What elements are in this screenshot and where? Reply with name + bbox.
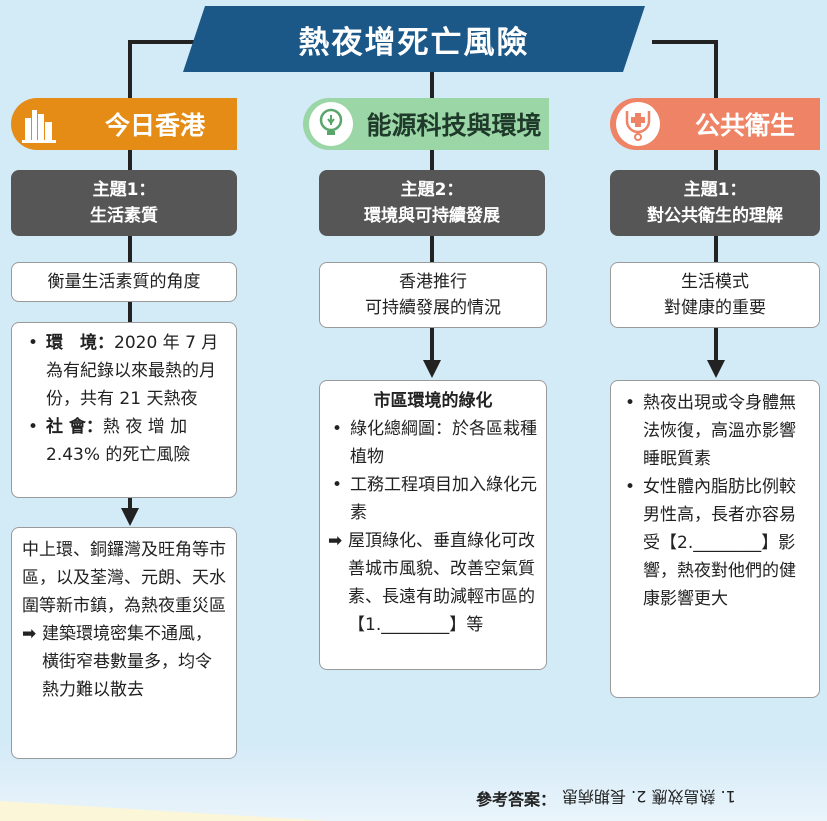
hotspots-text: 中上環、銅鑼灣及旺角等市區，以及荃灣、元朗、天水圍等新市鎮，為熱夜重災區 — [22, 540, 226, 616]
arrow-point-text: 建築環境密集不通風，橫街窄巷數量多，均令熱力難以散去 — [42, 624, 212, 700]
arrow-right-icon: ➡ — [328, 531, 343, 551]
arrow-point: ➡ 建築環境密集不通風，橫街窄巷數量多，均令熱力難以散去 — [22, 620, 226, 704]
box-hk-sustainable-development: 香港推行 可持續發展的情況 — [319, 262, 547, 328]
theme-box-3: 主題1： 對公共衛生的理解 — [610, 170, 820, 236]
bullet-society: 社 會：熱 夜 增 加 2.43% 的死亡風險 — [24, 413, 228, 469]
bullet-text: 2020 年 7 月為有紀錄以來最熱的月份，共有 21 天熱夜 — [46, 333, 219, 409]
title-banner — [183, 6, 645, 72]
bullet-greening-master-plan: 綠化總綱圖：於各區栽種植物 — [328, 415, 538, 471]
arrowhead-col2 — [423, 360, 441, 378]
category-public-health: 公共衛生 — [610, 98, 820, 150]
bullet-women-elderly: 女性體內脂肪比例較男性高，長者亦容易受【2.________】影響，熱夜對他們的… — [621, 473, 811, 613]
connector-title-right — [652, 40, 718, 108]
theme-box-2: 主題2： 環境與可持續發展 — [319, 170, 545, 236]
page-title: 熱夜增死亡風險 — [298, 24, 530, 61]
answers-text-upside-down: 1. 熱島效應 2. 長期病患 — [562, 787, 736, 806]
theme-box-1: 主題1： 生活素質 — [11, 170, 237, 236]
arrow-point-text: 屋頂綠化、垂直綠化可改善城市風貌、改善空氣質素、長遠有助減輕市區的【1.____… — [348, 531, 535, 635]
bullet-head: 社 會： — [46, 417, 103, 437]
box-text-line2: 可持續發展的情況 — [365, 298, 501, 318]
box-heading: 市區環境的綠化 — [373, 391, 493, 411]
medical-cross-icon — [616, 102, 660, 146]
box-heat-hotspots: 中上環、銅鑼灣及旺角等市區，以及荃灣、元朗、天水圍等新市鎮，為熱夜重災區 ➡ 建… — [11, 527, 237, 759]
box-environment-society: 環 境：2020 年 7 月為有紀錄以來最熱的月份，共有 21 天熱夜 社 會：… — [11, 322, 237, 498]
theme-title: 生活素質 — [90, 206, 158, 226]
box-text-line1: 生活模式 — [681, 272, 749, 292]
bullet-body-recovery: 熱夜出現或令身體無法恢復，高溫亦影響睡眠質素 — [621, 389, 811, 473]
arrow-right-icon: ➡ — [22, 624, 37, 644]
theme-title: 對公共衛生的理解 — [647, 206, 783, 226]
box-urban-greening: 市區環境的綠化 綠化總綱圖：於各區栽種植物 工務工程項目加入綠化元素 ➡ 屋頂綠… — [319, 380, 547, 670]
answers-label: 參考答案： — [476, 790, 557, 809]
bullet-head: 環 境： — [46, 333, 114, 353]
theme-number: 主題1： — [92, 180, 156, 200]
lightbulb-icon — [309, 102, 353, 146]
bullet-text: 熱 夜 增 加 2.43% 的死亡風險 — [46, 417, 191, 465]
category-label: 公共衛生 — [694, 111, 795, 140]
theme-number: 主題1： — [683, 180, 747, 200]
city-skyline-icon — [17, 102, 61, 146]
bullet-public-works-greening: 工務工程項目加入綠化元素 — [328, 471, 538, 527]
box-lifestyle-health: 生活模式 對健康的重要 — [610, 262, 820, 328]
category-hong-kong-today: 今日香港 — [11, 98, 237, 150]
box-text-line2: 對健康的重要 — [664, 298, 766, 318]
theme-number: 主題2： — [400, 180, 464, 200]
category-energy-technology-environment: 能源科技與環境 — [303, 98, 549, 150]
box-text-line1: 香港推行 — [399, 272, 467, 292]
category-label: 今日香港 — [104, 111, 205, 140]
category-label: 能源科技與環境 — [366, 111, 542, 140]
arrowhead-col3 — [707, 360, 725, 378]
box-text: 衡量生活素質的角度 — [47, 272, 201, 292]
arrow-point: ➡ 屋頂綠化、垂直綠化可改善城市風貌、改善空氣質素、長遠有助減輕市區的【1.__… — [328, 527, 538, 639]
box-health-effects: 熱夜出現或令身體無法恢復，高溫亦影響睡眠質素 女性體內脂肪比例較男性高，長者亦容… — [610, 380, 820, 698]
reference-answers: 參考答案： 1. 熱島效應 2. 長期病患 — [476, 786, 736, 810]
theme-title: 環境與可持續發展 — [364, 206, 500, 226]
arrowhead-col1 — [121, 508, 139, 526]
bullet-environment: 環 境：2020 年 7 月為有紀錄以來最熱的月份，共有 21 天熱夜 — [24, 329, 228, 413]
box-quality-of-life-perspective: 衡量生活素質的角度 — [11, 262, 237, 302]
